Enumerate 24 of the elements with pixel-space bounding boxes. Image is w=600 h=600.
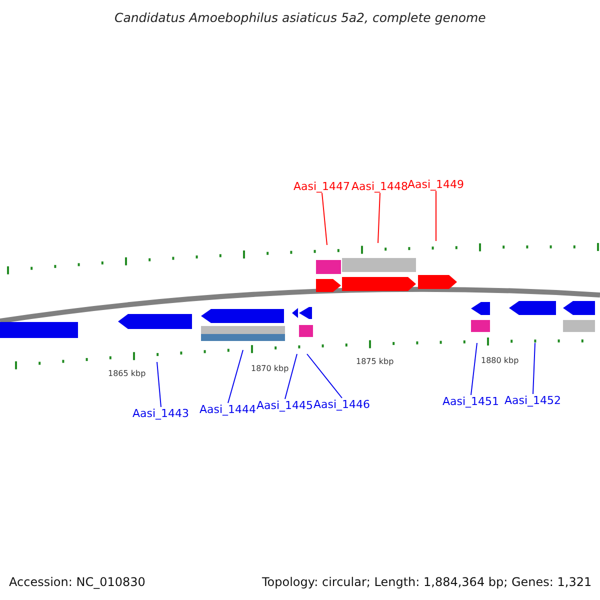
genome-summary-text: Topology: circular; Length: 1,884,364 bp; Genes: 1,321 [262,576,592,588]
leader-line [378,192,380,244]
scale-label: 1880 kbp [481,357,519,365]
gene-label: Aasi_1443 [132,408,190,419]
gene-label: Aasi_1444 [200,404,256,415]
scale-label: 1865 kbp [108,370,146,378]
scale-label: 1870 kbp [251,365,289,373]
scale-label: 1875 kbp [356,358,394,366]
leader-line [306,354,342,398]
leader-line [322,192,328,246]
leader-line [532,342,536,394]
gene-label: Aasi_1445 [256,400,314,411]
gene-label: Aasi_1449 [408,179,464,190]
gene-label: Aasi_1447 [294,181,350,192]
leader-line [284,354,298,400]
map-title: Candidatus Amoebophilus asiaticus 5a2, complete genome [114,12,486,24]
gene-label: Aasi_1452 [504,395,562,406]
leader-line [156,362,162,408]
gene-label: Aasi_1448 [352,181,408,192]
gene-label: Aasi_1451 [442,396,500,407]
accession-text: Accession: NC_010830 [9,576,146,588]
gene-label: Aasi_1446 [314,399,370,410]
leader-line [228,350,244,404]
leader-line [470,342,478,396]
